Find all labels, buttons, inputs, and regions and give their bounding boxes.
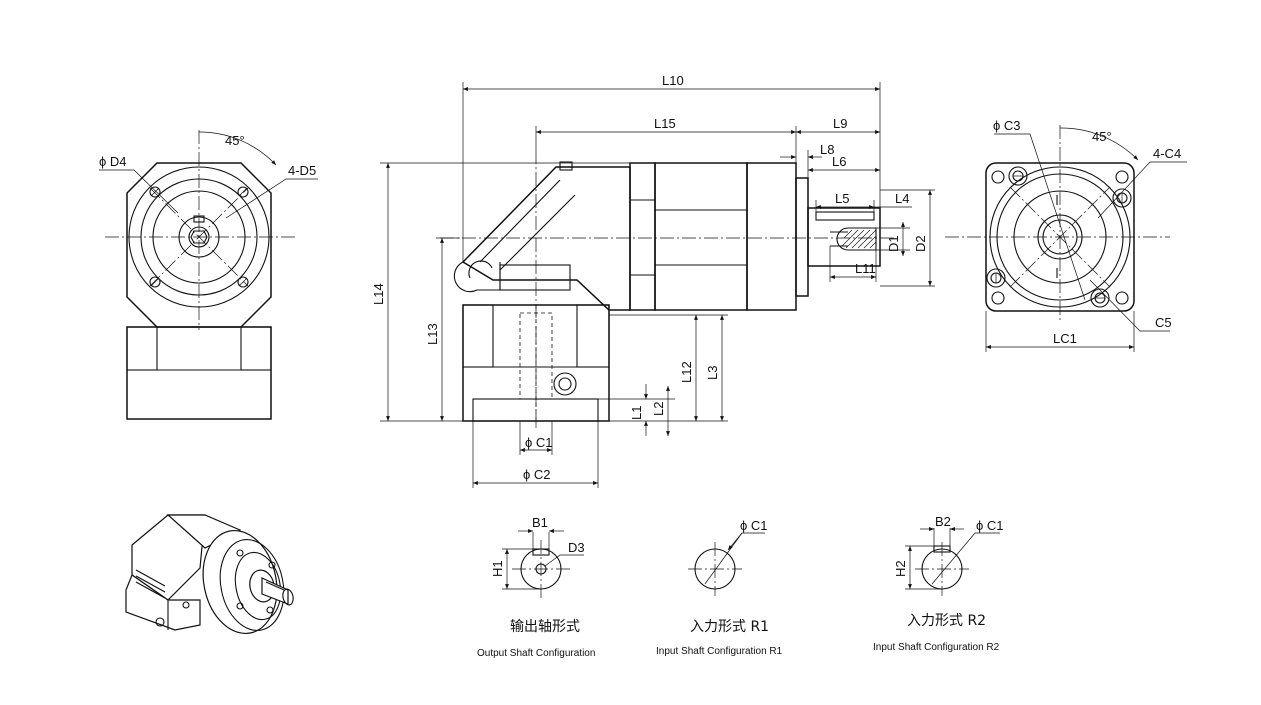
caption-input-r1-cn: 入力形式 R1 <box>690 619 769 635</box>
dim-phi-c1-r2: ϕ C1 <box>976 518 1004 533</box>
caption-output-cn: 输出轴形式 <box>510 619 580 635</box>
dim-l1: L1 <box>629 406 644 420</box>
dim-phi-c1: ϕ C1 <box>525 435 553 450</box>
dim-l5: L5 <box>835 191 849 206</box>
dim-c5: C5 <box>1155 315 1172 330</box>
dim-l3: L3 <box>705 366 720 380</box>
dim-b2: B2 <box>935 514 951 529</box>
dim-l6: L6 <box>832 154 846 169</box>
caption-output-en: Output Shaft Configuration <box>477 648 595 659</box>
dim-d1: D1 <box>886 235 901 252</box>
caption-input-r2-en: Input Shaft Configuration R2 <box>873 642 1000 653</box>
right-end-view: 45° ϕ C3 4-C4 C5 LC1 <box>945 118 1187 352</box>
angle-label-left: 45° <box>225 133 245 148</box>
angle-label-right: 45° <box>1092 129 1112 144</box>
dim-l2: L2 <box>651 402 666 416</box>
dim-l13: L13 <box>425 323 440 345</box>
dim-h1: H1 <box>490 560 505 577</box>
dim-h2: H2 <box>893 560 908 577</box>
caption-input-r2-cn: 入力形式 R2 <box>907 613 986 629</box>
main-side-view: L10 L15 L9 L8 L6 L5 L4 L11 D1 <box>371 73 935 488</box>
caption-input-r1-en: Input Shaft Configuration R1 <box>656 646 783 657</box>
output-shaft-detail: B1 H1 D3 输出轴形式 Output Shaft Configuratio… <box>477 515 595 659</box>
dim-lc1: LC1 <box>1053 331 1077 346</box>
dim-phi-c3: ϕ C3 <box>993 118 1021 133</box>
dim-l10: L10 <box>662 73 684 88</box>
dim-d2: D2 <box>913 235 928 252</box>
input-r2-detail: B2 ϕ C1 H2 入力形式 R2 Input Shaft Configura… <box>873 514 1004 653</box>
dim-l12: L12 <box>679 361 694 383</box>
dim-b1: B1 <box>532 515 548 530</box>
dim-l11: L11 <box>855 261 876 276</box>
dim-d3: D3 <box>568 540 585 555</box>
dim-phi-d4: ϕ D4 <box>99 154 127 169</box>
left-end-view: 45° ϕ D4 4-D5 <box>99 130 318 420</box>
dim-l9: L9 <box>833 116 847 131</box>
dim-phi-c2: ϕ C2 <box>523 467 551 482</box>
dim-l15: L15 <box>654 116 676 131</box>
dim-4-c4: 4-C4 <box>1153 146 1181 161</box>
dim-l8: L8 <box>820 142 834 157</box>
isometric-view <box>125 514 294 635</box>
dim-phi-c1-r1: ϕ C1 <box>740 518 768 533</box>
input-r1-detail: ϕ C1 入力形式 R1 Input Shaft Configuration R… <box>656 518 783 657</box>
dim-l14: L14 <box>371 283 386 305</box>
dim-4-d5: 4-D5 <box>288 163 316 178</box>
dim-l4: L4 <box>895 191 909 206</box>
